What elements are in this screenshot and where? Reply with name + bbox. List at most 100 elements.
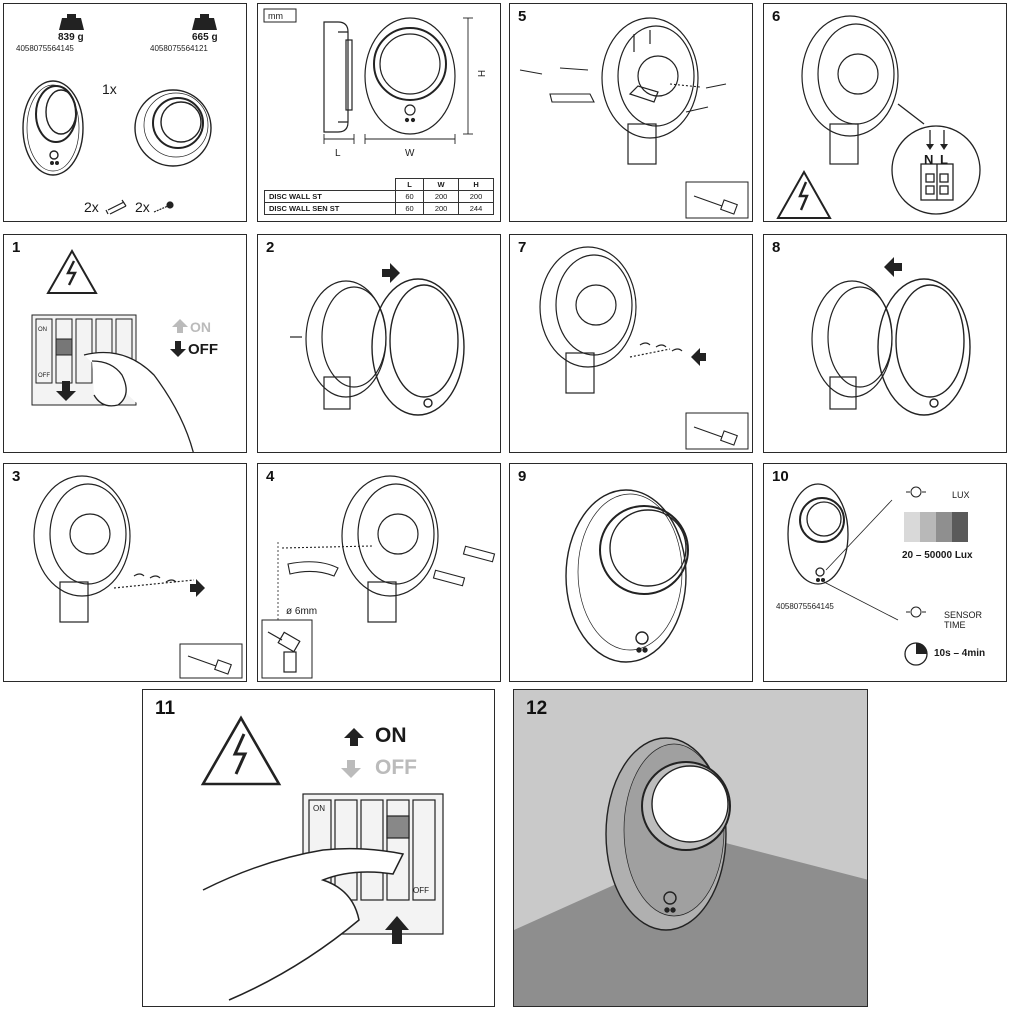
arrow-left-icon [884, 257, 902, 277]
screws [629, 342, 683, 358]
lamp-installed [565, 489, 689, 663]
arrow-right-icon [190, 579, 205, 597]
warning-icon [776, 169, 832, 219]
weight-icon [192, 14, 217, 30]
step-number: 10 [772, 468, 789, 485]
step-2-illustration [290, 263, 465, 416]
step-5-illustration [519, 17, 749, 219]
timer-icon [904, 642, 928, 666]
step-7-illustration [539, 246, 749, 450]
panel-step-6: 6 N L [763, 3, 1007, 222]
mounting-base [601, 17, 699, 165]
table-row: DISC WALL ST 60 200 200 [264, 190, 494, 203]
arrow-down-icon [170, 341, 186, 357]
col-h: H [458, 178, 494, 191]
panel-dimensions: mm H L W L W H DISC WALL ST 60 200 200 D… [257, 3, 501, 222]
dim-h-label: H [475, 69, 487, 78]
screwdriver-icon [187, 655, 232, 675]
step-number: 2 [266, 239, 275, 256]
terminal-n-label: N [924, 152, 934, 167]
wall-plug-icon [105, 199, 127, 215]
panel-step-3: 3 [3, 463, 247, 682]
dimensions-illustration [263, 8, 473, 144]
col-l: L [394, 178, 425, 191]
terminal-l-label: L [940, 152, 948, 167]
step-number: 3 [12, 468, 21, 485]
lamp-sensor-illustration [787, 483, 849, 585]
step-number: 8 [772, 239, 781, 256]
step-number: 1 [12, 239, 21, 256]
step-10-illustration [787, 483, 968, 666]
panel-step-1: 1 ON OFF ON OFF [3, 234, 247, 453]
switch-on-text: ON [38, 327, 47, 333]
step-12-illustration [514, 737, 867, 1006]
panel-step-11: 11 ON OFF ON OFF [142, 689, 495, 1007]
step-9-illustration [565, 489, 689, 663]
switch-off-text: OFF [413, 886, 429, 895]
mounting-base [290, 280, 387, 410]
panel-step-5: 5 [509, 3, 753, 222]
step-number: 7 [518, 239, 527, 256]
step-3-illustration [33, 475, 243, 679]
plugs-screws [519, 67, 727, 113]
switch-on-text: ON [313, 804, 325, 813]
lamp-side-view [323, 21, 353, 133]
step-number: 11 [155, 698, 176, 719]
step-8-illustration [811, 257, 971, 416]
step-number: 4 [266, 468, 275, 485]
qty-lamp: 1x [102, 81, 117, 97]
table-row: DISC WALL SEN ST 60 200 244 [264, 202, 494, 215]
wall-plugs [281, 545, 496, 587]
ean-right: 4058075564121 [150, 44, 208, 53]
step-number: 9 [518, 468, 527, 485]
drill-icon [267, 631, 301, 673]
mounting-base [801, 15, 899, 165]
panel-step-10: 10 LUX 20 – 50000 Lux 4058075564145 SENS… [763, 463, 1007, 682]
sensor-label: SENSOR [944, 610, 983, 620]
screwdriver-icon [693, 426, 738, 446]
arrow-up-icon [172, 319, 188, 333]
time-range: 10s – 4min [934, 648, 986, 659]
lux-range: 20 – 50000 Lux [902, 550, 973, 561]
arrow-right-icon [382, 263, 400, 283]
dim-l-label: L [335, 148, 341, 159]
lamp-round-illustration [134, 89, 212, 167]
weight-right: 665 g [192, 32, 218, 43]
label-off: OFF [375, 756, 417, 779]
unit-label: mm [268, 11, 283, 21]
panel-step-9: 9 [509, 463, 753, 682]
qty-screw: 2x [135, 199, 150, 215]
step-6-illustration [776, 15, 981, 219]
dim-w-label: W [405, 148, 415, 159]
step-number: 6 [772, 8, 781, 25]
mounting-base [341, 475, 439, 623]
lamp-front-view [364, 17, 456, 135]
panel-step-7: 7 [509, 234, 753, 453]
label-on: ON [375, 724, 407, 747]
mounting-base [811, 280, 893, 410]
col-w: W [423, 178, 460, 191]
switch-off-text: OFF [38, 373, 50, 379]
panel-contents: 839 g 4058075564145 665 g 4058075564121 … [3, 3, 247, 222]
contents-illustration [22, 14, 217, 215]
time-label: TIME [944, 620, 966, 630]
warning-icon [46, 248, 98, 294]
lux-label: LUX [952, 490, 970, 500]
arrow-up-icon [385, 916, 409, 944]
lamp-sensor-illustration [22, 80, 84, 176]
arrow-left-icon [691, 348, 706, 366]
ean-code: 4058075564145 [776, 602, 834, 611]
cover-ring [877, 278, 971, 416]
qty-plug: 2x [84, 199, 99, 215]
arrow-down-icon [56, 381, 76, 401]
dial-icon [906, 486, 926, 618]
step-11-illustration [200, 715, 444, 1001]
step-number: 5 [518, 8, 527, 25]
arrow-down-icon [341, 760, 361, 778]
panel-step-4: 4 ø 6mm [257, 463, 501, 682]
screws [113, 573, 195, 589]
ean-left: 4058075564145 [16, 44, 74, 53]
panel-step-12: 12 [513, 689, 868, 1007]
label-on: ON [190, 319, 211, 335]
terminal-zoom [891, 103, 981, 215]
